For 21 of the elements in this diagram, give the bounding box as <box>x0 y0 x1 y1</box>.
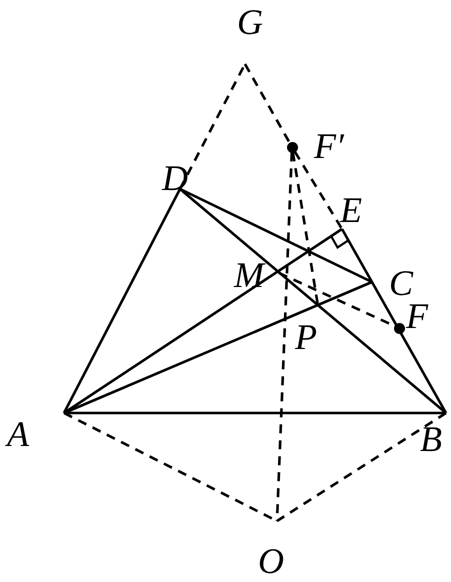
line-segment <box>64 280 372 414</box>
point-label: F <box>406 298 428 334</box>
point-label: O <box>258 543 284 579</box>
point-label: A <box>7 416 29 452</box>
line-segment <box>62 188 182 414</box>
point-label: M <box>234 257 264 293</box>
point-label: B <box>420 421 442 457</box>
point-label: F′ <box>314 128 344 164</box>
dashed-line <box>244 63 290 143</box>
dashed-line <box>294 151 344 230</box>
line-segment <box>63 228 343 414</box>
line-segment <box>179 188 373 284</box>
point-label: C <box>389 265 414 301</box>
point-label: P <box>295 319 317 355</box>
line-segment <box>179 188 447 414</box>
dashed-line <box>292 152 320 306</box>
line-segment <box>340 228 448 414</box>
dashed-line <box>276 152 294 522</box>
point-label: G <box>237 4 263 40</box>
point-label: E <box>340 192 362 228</box>
dashed-line <box>276 412 447 522</box>
